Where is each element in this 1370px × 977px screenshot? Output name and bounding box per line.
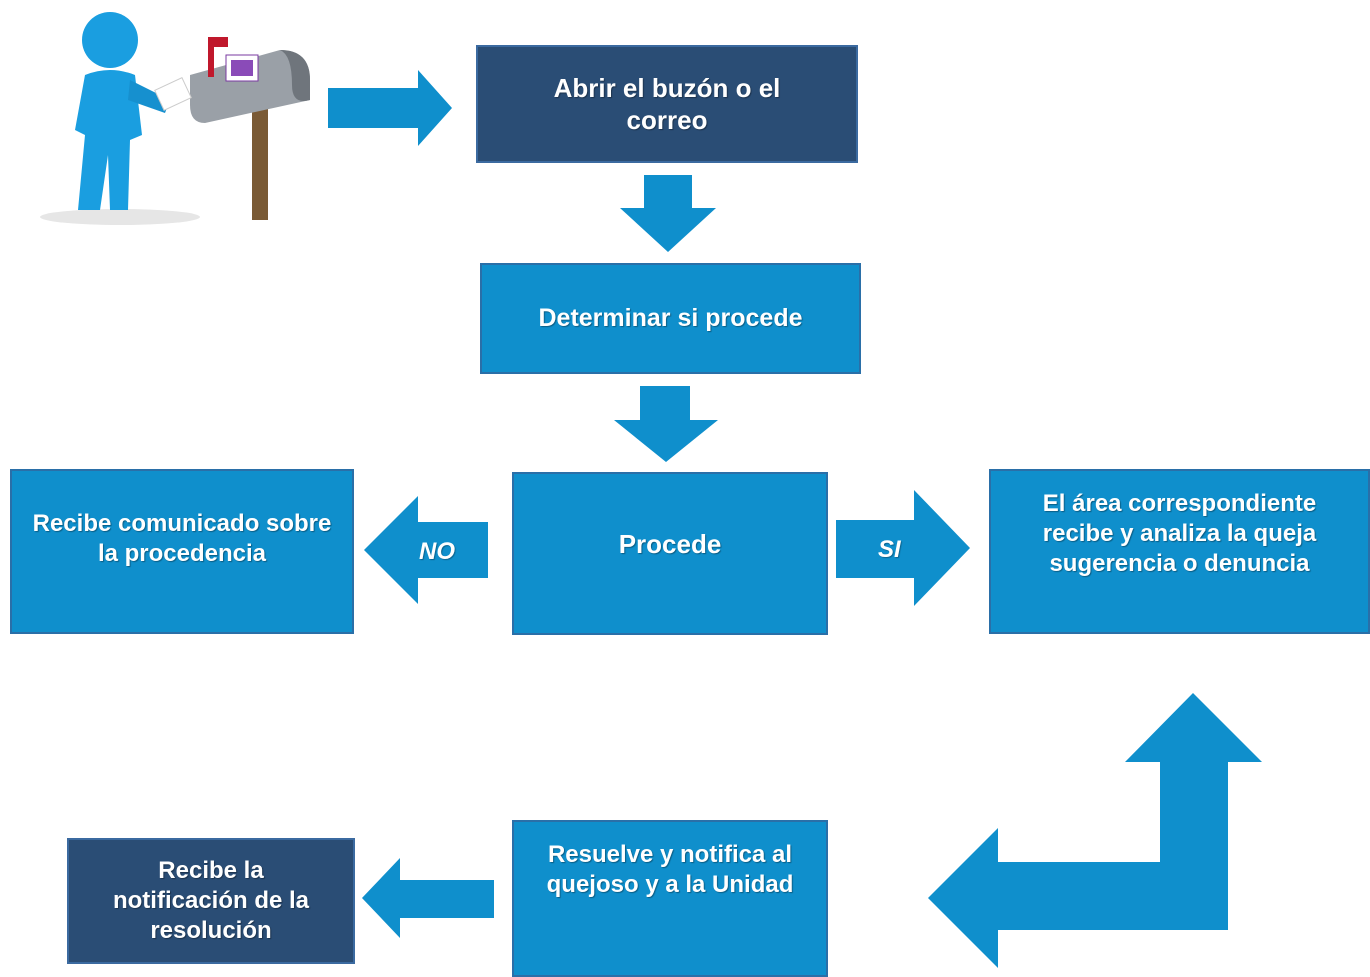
step-yes-branch: El área correspondiente recibe y analiza… [989,469,1370,634]
label-si: SI [878,536,901,563]
arrow-return-l [928,693,1262,968]
step-open-mailbox: Abrir el buzón o el correo [476,45,858,163]
step-procede: Procede [512,472,828,635]
label-no: NO [419,538,455,565]
step-determine: Determinar si procede [480,263,861,374]
arrow-left-to-receive [362,858,494,938]
step-receive-notification: Recibe la notificación de la resolución [67,838,355,964]
arrow-no-left [364,496,488,604]
arrow-right-to-open [328,70,452,146]
step-no-branch: Recibe comunicado sobre la procedencia [10,469,354,634]
arrow-si-right [836,490,970,606]
arrow-down-to-procede [614,386,718,462]
person-mailbox-icon [40,12,310,225]
step-resolve: Resuelve y notifica al quejoso y a la Un… [512,820,828,977]
arrow-down-to-determine [620,175,716,252]
